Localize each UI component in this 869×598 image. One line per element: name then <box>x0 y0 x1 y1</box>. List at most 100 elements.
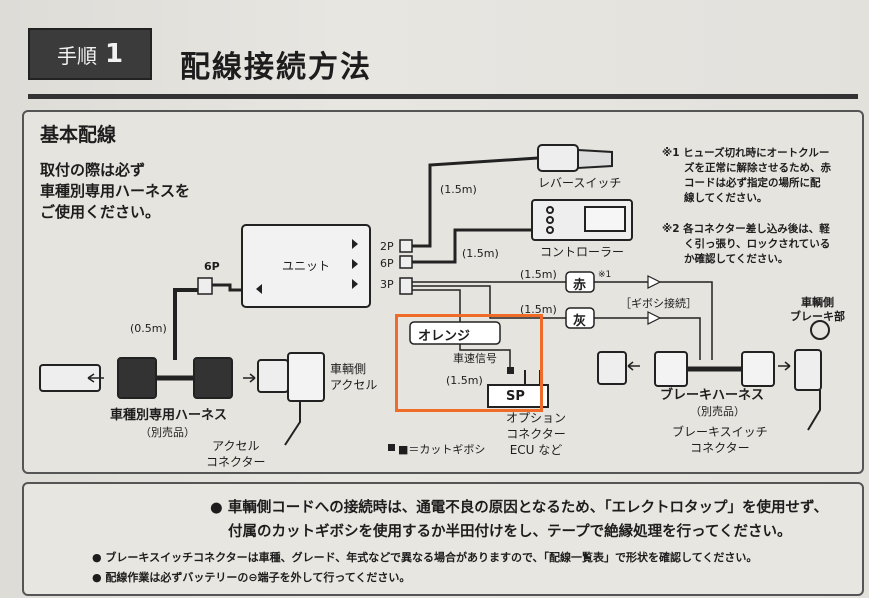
label-line: ブレーキ部 <box>790 310 845 323</box>
step-number: 1 <box>104 39 124 69</box>
warning-line: ● 車輌側コードへの接続時は、通電不良の原因となるため、「エレクトロタップ」を使… <box>210 500 828 516</box>
arrow-icon <box>627 361 640 371</box>
warning-sub-1: ● ブレーキスイッチコネクターは車種、グレード、年式などで異なる場合がありますの… <box>92 551 758 564</box>
accel-pedal-arm <box>284 401 301 446</box>
arrow-icon <box>352 259 358 269</box>
label-line: コネクター <box>206 455 266 469</box>
unit-label: ユニット <box>282 259 331 273</box>
lever-switch-label: レバースイッチ <box>538 176 622 190</box>
port-3p-label: 3P <box>380 278 394 291</box>
arrow-icon <box>87 373 104 383</box>
diagram-panel <box>22 110 864 474</box>
connector-6p <box>399 255 413 269</box>
intro-text: 取付の際は必ず 車種別専用ハーネスを ご使用ください。 <box>40 160 190 223</box>
harness-wire <box>173 288 200 360</box>
intro-line: ご使用ください。 <box>40 203 161 221</box>
red-note-mark: ※1 <box>598 270 612 280</box>
sold-separately-label: （別売品） <box>140 426 195 439</box>
harness-connector-right <box>193 357 233 399</box>
unit-body <box>241 224 371 308</box>
brake-switch-connector-label: ブレーキスイッチ コネクター <box>672 424 768 456</box>
connector-3p <box>399 277 413 295</box>
sp-label: SP <box>506 389 525 404</box>
note-line: ※1 ヒューズ切れ時にオートクルー <box>662 147 830 159</box>
intro-line: 車種別専用ハーネスを <box>40 182 191 200</box>
arrow-icon <box>778 361 791 371</box>
orange-length: (1.5m) <box>446 374 483 387</box>
brake-pedal-arm <box>807 390 821 431</box>
controller-button <box>546 226 554 234</box>
brake-part <box>794 349 822 391</box>
red-tag: 赤 <box>573 278 587 293</box>
red-tag-box <box>565 271 595 293</box>
cut-gibosi-marker <box>507 367 514 374</box>
label-line: ECU など <box>509 443 563 457</box>
gray-splice-wire <box>660 317 701 360</box>
sp-box <box>487 384 549 408</box>
gray-tag: 灰 <box>573 314 587 329</box>
label-line: コネクター <box>690 441 750 455</box>
arrow-icon <box>256 284 262 294</box>
note-line: コードは必ず指定の場所に配 <box>684 177 821 189</box>
warning-line: 付属のカットギボシを使用するか半田付けをし、テープで絶縁処理を行ってください。 <box>228 524 792 540</box>
gibosi-terminal-gray <box>647 311 662 325</box>
note-line: ※2 各コネクター差し込み後は、軽 <box>662 223 830 235</box>
arrow-icon <box>243 373 256 383</box>
vehicle-harness-label: 車種別専用ハーネス <box>110 408 228 423</box>
gray-tag-box <box>565 307 595 329</box>
label-line: アクセル <box>212 439 260 453</box>
cut-gibosi-legend: ■＝カットギボシ <box>398 443 486 456</box>
title-rule <box>28 94 858 99</box>
orange-tag: オレンジ <box>418 329 471 344</box>
arrow-icon <box>352 279 358 289</box>
harness-length: (0.5m) <box>130 322 167 335</box>
port-2p-label: 2P <box>380 240 394 253</box>
controller-button <box>546 206 554 214</box>
warning-main: ● 車輌側コードへの接続時は、通電不良の原因となるため、「エレクトロタップ」を使… <box>210 496 828 544</box>
gray-length: (1.5m) <box>520 303 557 316</box>
brake-harness-connector-b <box>741 351 775 387</box>
warning-sub-2: ● 配線作業は必ずバッテリーの⊖端子を外して行ってください。 <box>92 571 411 584</box>
controller-button <box>546 216 554 224</box>
note-2: ※2 各コネクター差し込み後は、軽 く引っ張り、ロックされている か確認してくだ… <box>662 222 830 267</box>
port-6p-label: 6P <box>380 257 394 270</box>
lever-switch-knob <box>577 148 613 170</box>
step-label: 手順 <box>56 43 97 68</box>
note-line: か確認してください。 <box>684 253 789 265</box>
controller-display <box>584 206 626 232</box>
brake-harness-label: ブレーキハーネス <box>660 388 765 403</box>
accel-body <box>287 352 325 402</box>
speed-signal-label: 車速信号 <box>453 352 497 365</box>
gibosi-terminal-red <box>647 275 662 289</box>
controller-wire <box>410 228 532 264</box>
note-line: 線してください。 <box>684 192 768 204</box>
warning-panel <box>22 482 864 596</box>
lever-switch-body <box>537 144 579 172</box>
sold-separately-label-2: （別売品） <box>690 405 745 418</box>
unit-arrows <box>256 239 358 294</box>
splice-label: ［ギボシ接続］ <box>620 297 697 310</box>
label-line: コネクター <box>506 427 566 441</box>
label-line: アクセル <box>330 378 378 392</box>
accel-connector-label: アクセル コネクター <box>206 438 266 470</box>
label-line: 車輌側 <box>801 296 834 309</box>
note-line: く引っ張り、ロックされている <box>684 238 831 250</box>
controller-label: コントローラー <box>540 245 625 259</box>
connector-2p <box>399 239 413 253</box>
brake-harness-connector-a <box>654 351 688 387</box>
orange-tag-box <box>409 321 501 345</box>
brake-part-ring <box>810 320 830 340</box>
option-connector-label: オプション コネクター ECU など <box>506 410 566 458</box>
note-1: ※1 ヒューズ切れ時にオートクルー ズを正常に解除させるため、赤 コードは必ず指… <box>662 146 831 206</box>
section-title: 基本配線 <box>40 124 117 146</box>
intro-line: 取付の際は必ず <box>40 161 146 179</box>
legend-square <box>388 444 395 451</box>
lever-wire <box>410 156 539 248</box>
harness-connector-left <box>117 357 157 399</box>
note-line: ズを正常に解除させるため、赤 <box>684 162 831 174</box>
brake-part-label: 車輌側 ブレーキ部 <box>790 296 845 324</box>
label-line: ブレーキスイッチ <box>672 425 768 439</box>
red-length: (1.5m) <box>520 268 557 281</box>
accel-label: 車輌側 アクセル <box>330 361 377 393</box>
lever-length: (1.5m) <box>440 183 477 196</box>
